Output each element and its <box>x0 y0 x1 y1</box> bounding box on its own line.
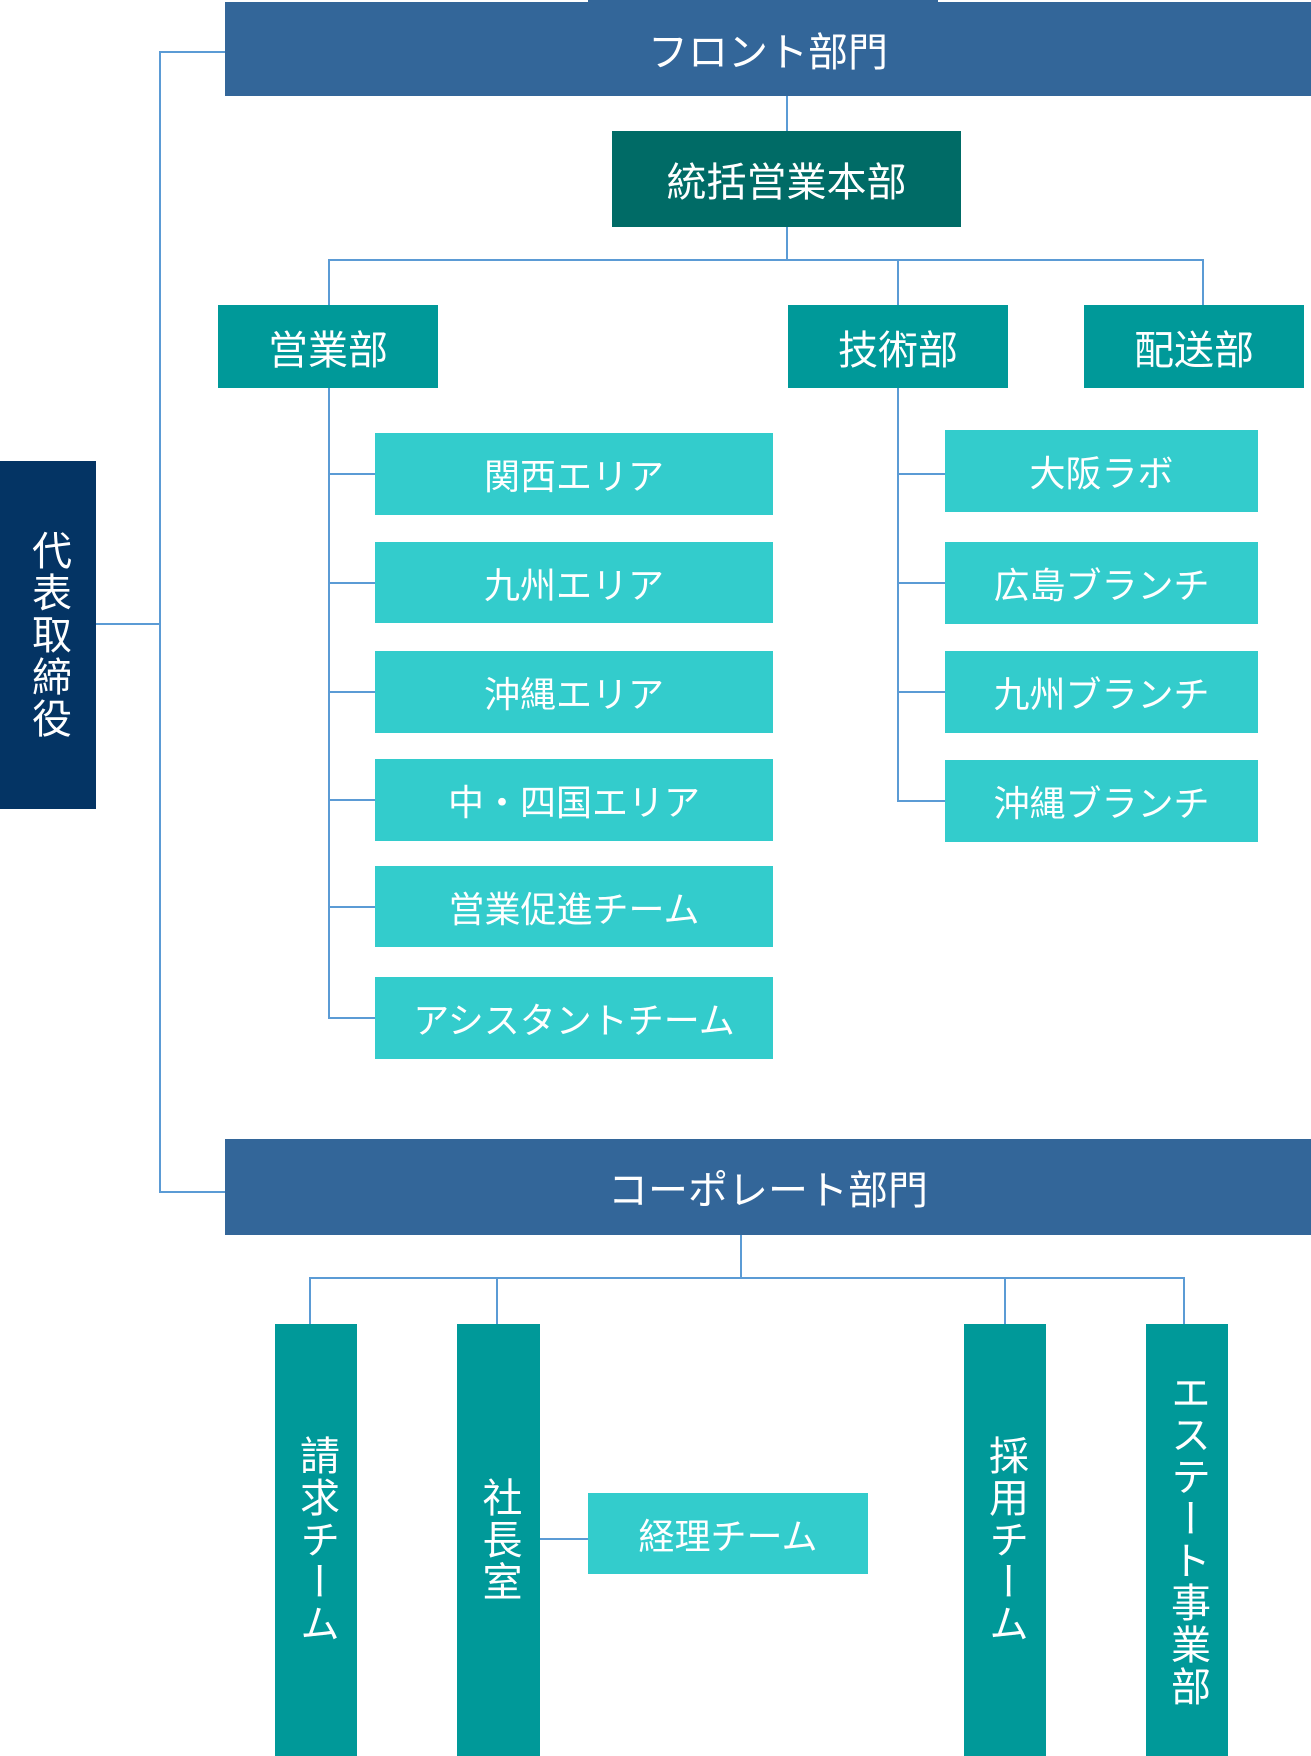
executive-label: 代表取締役 <box>25 530 71 740</box>
connector <box>897 691 945 693</box>
connector <box>309 1277 311 1324</box>
dept-delivery-label: 配送部 <box>1134 327 1254 374</box>
connector <box>786 227 788 261</box>
unit-hiroshima-branch[interactable]: 広島ブランチ <box>945 542 1258 624</box>
connector <box>897 388 899 802</box>
connector <box>328 259 330 305</box>
connector <box>740 1235 742 1278</box>
connector <box>786 96 788 131</box>
front-division-label: フロント部門 <box>648 30 888 76</box>
connector <box>897 473 945 475</box>
unit-kyushu-branch[interactable]: 九州ブランチ <box>945 651 1258 733</box>
connector <box>328 582 375 584</box>
unit-okinawa-area[interactable]: 沖縄エリア <box>375 651 773 733</box>
connector <box>159 51 161 1192</box>
team-label: 採用チーム <box>982 1435 1028 1645</box>
team-president-office[interactable]: 社長室 <box>457 1324 540 1756</box>
connector <box>159 1191 225 1193</box>
team-label: 請求チーム <box>293 1435 339 1645</box>
dept-sales-label: 営業部 <box>268 327 388 374</box>
unit-label: 沖縄エリア <box>483 675 664 716</box>
connector <box>96 623 160 625</box>
connector <box>897 582 945 584</box>
connector <box>328 906 375 908</box>
corporate-division-box[interactable]: コーポレート部門 <box>225 1139 1311 1235</box>
headquarters-label: 統括営業本部 <box>666 160 907 206</box>
unit-label: 九州エリア <box>483 565 664 607</box>
dept-sales[interactable]: 営業部 <box>218 305 438 388</box>
connector <box>1202 259 1204 305</box>
connector <box>1004 1277 1006 1324</box>
connector <box>328 691 375 693</box>
headquarters-box[interactable]: 統括営業本部 <box>612 131 961 227</box>
connector <box>328 388 330 1019</box>
corporate-division-label: コーポレート部門 <box>608 1168 928 1214</box>
team-accounting[interactable]: 経理チーム <box>588 1493 868 1574</box>
unit-label: アシスタントチーム <box>413 1001 735 1042</box>
connector <box>328 473 375 475</box>
unit-label: 営業促進チーム <box>448 889 700 931</box>
connector <box>540 1538 588 1540</box>
connector <box>328 259 1204 261</box>
connector <box>1183 1277 1185 1324</box>
team-billing[interactable]: 請求チーム <box>275 1324 357 1756</box>
dept-delivery[interactable]: 配送部 <box>1084 305 1304 388</box>
connector <box>159 51 225 53</box>
unit-label: 九州ブランチ <box>993 675 1210 716</box>
executive-box[interactable]: 代表取締役 <box>0 461 96 809</box>
unit-okinawa-branch[interactable]: 沖縄ブランチ <box>945 760 1258 842</box>
front-division-box[interactable]: フロント部門 <box>225 2 1311 96</box>
dept-technical-label: 技術部 <box>838 327 958 374</box>
unit-label: 大阪ラボ <box>1029 454 1174 495</box>
connector <box>496 1277 498 1324</box>
connector <box>328 799 375 801</box>
unit-label: 関西エリア <box>483 457 664 498</box>
unit-osaka-lab[interactable]: 大阪ラボ <box>945 430 1258 512</box>
unit-chugoku-shikoku-area[interactable]: 中・四国エリア <box>375 759 773 841</box>
unit-label: 中・四国エリア <box>447 783 700 824</box>
team-label: 社長室 <box>475 1477 522 1603</box>
team-recruiting[interactable]: 採用チーム <box>964 1324 1046 1756</box>
connector <box>897 800 945 802</box>
unit-label: 広島ブランチ <box>993 566 1210 607</box>
unit-label: 沖縄ブランチ <box>993 784 1210 825</box>
dept-technical[interactable]: 技術部 <box>788 305 1008 388</box>
team-label: エステート事業部 <box>1164 1372 1210 1708</box>
team-label: 経理チーム <box>638 1516 818 1558</box>
unit-kansai-area[interactable]: 関西エリア <box>375 433 773 515</box>
team-estate-business[interactable]: エステート事業部 <box>1146 1324 1228 1756</box>
connector <box>897 259 899 305</box>
connector <box>309 1277 1184 1279</box>
unit-kyushu-area[interactable]: 九州エリア <box>375 542 773 623</box>
connector <box>328 1017 375 1019</box>
unit-sales-promotion-team[interactable]: 営業促進チーム <box>375 866 773 947</box>
unit-assistant-team[interactable]: アシスタントチーム <box>375 977 773 1059</box>
